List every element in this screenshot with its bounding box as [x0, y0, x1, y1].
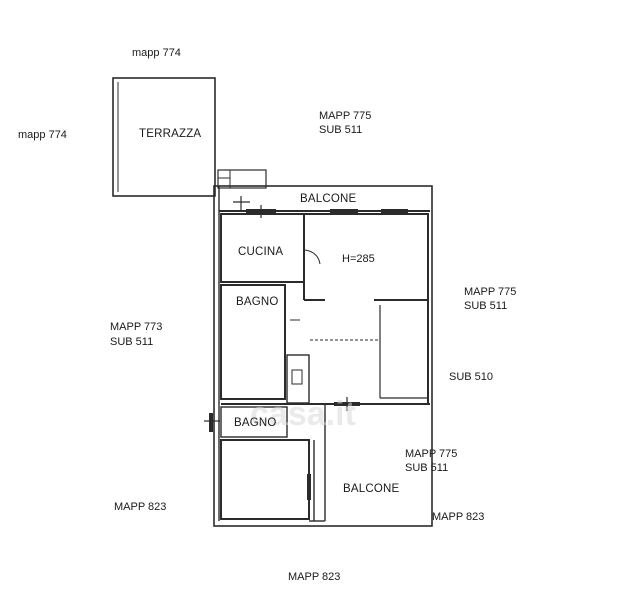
cucina-label: CUCINA	[238, 246, 284, 258]
sub511-top-label: SUB 511	[319, 124, 363, 136]
mapp775-bottom-label: MAPP 775	[405, 448, 458, 460]
bagno-2-room	[220, 406, 288, 438]
sub510-label: SUB 510	[449, 371, 494, 383]
balcone-top-label: BALCONE	[300, 193, 357, 205]
mapp823-right-label: MAPP 823	[432, 511, 485, 523]
living-room-walls	[304, 213, 429, 301]
terrazza-outline	[112, 77, 216, 197]
mapp823-left-label: MAPP 823	[114, 501, 167, 513]
mapp773-label: MAPP 773	[110, 321, 163, 333]
balcone-bottom-label: BALCONE	[343, 483, 400, 495]
apartment-outline	[213, 185, 433, 527]
sub511-bottom-label: SUB 511	[405, 462, 449, 474]
mapp775-top-label: MAPP 775	[319, 110, 372, 122]
bagno-2-label: BAGNO	[234, 417, 277, 429]
mapp774-top-label: mapp 774	[132, 47, 181, 59]
bagno-1-label: BAGNO	[236, 296, 279, 308]
mapp774-left-label: mapp 774	[18, 129, 67, 141]
cucina-room	[220, 213, 305, 283]
stair-connector	[217, 169, 267, 189]
mapp775-right-label: MAPP 775	[464, 286, 517, 298]
sub511-left-label: SUB 511	[110, 336, 154, 348]
lower-room	[220, 439, 310, 520]
height-label: H=285	[342, 253, 375, 265]
sub511-right-label: SUB 511	[464, 300, 508, 312]
watermark: casa.it	[250, 395, 356, 433]
bagno-1-room	[220, 284, 286, 400]
mapp823-bottom-label: MAPP 823	[288, 571, 341, 583]
terrazza-label: TERRAZZA	[139, 128, 202, 140]
